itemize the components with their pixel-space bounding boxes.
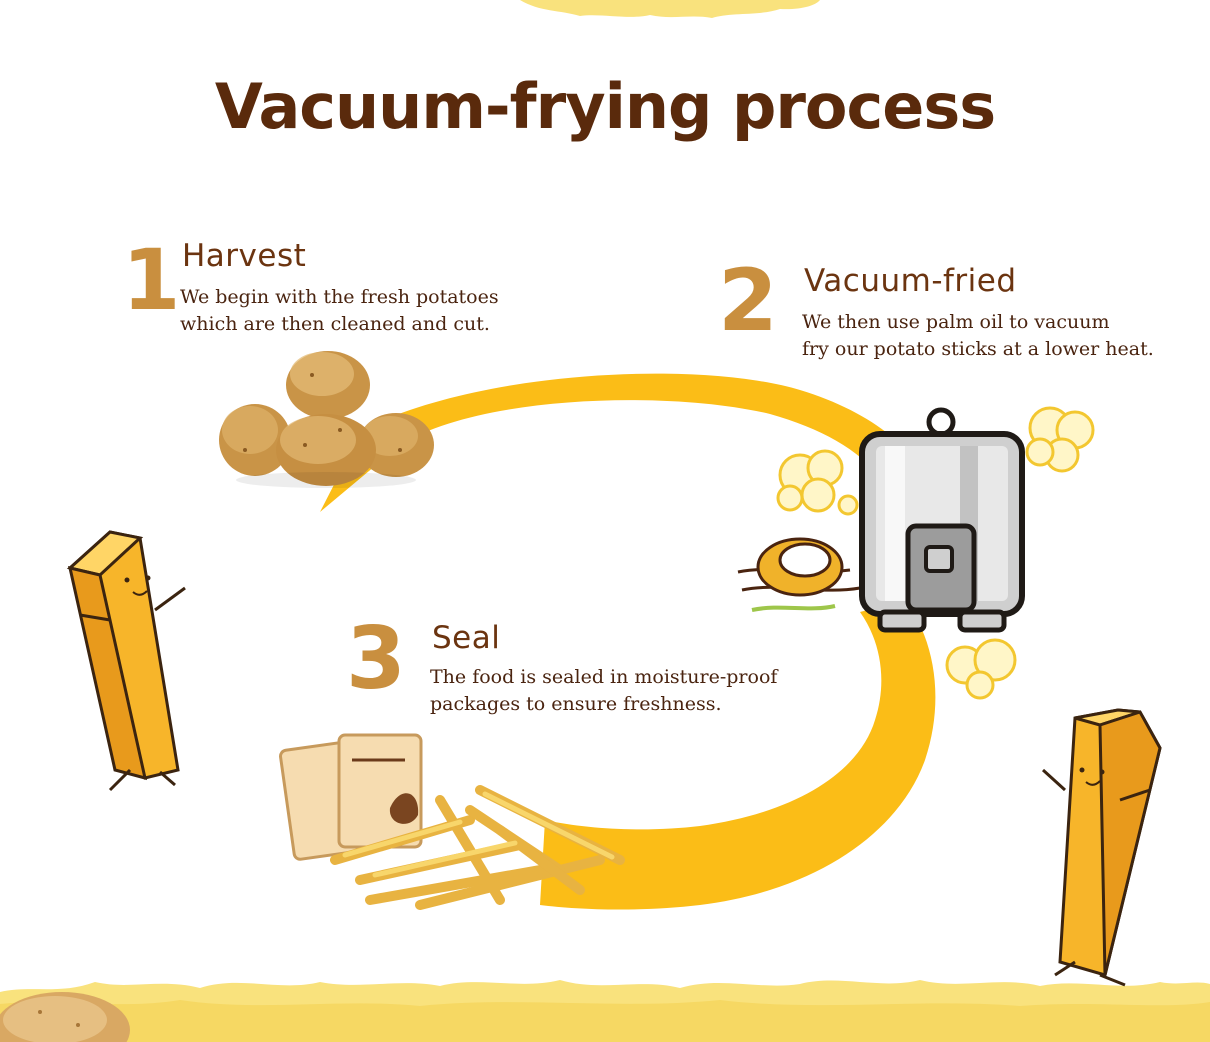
step-description-line1: The food is sealed in moisture-proof xyxy=(430,666,778,688)
step-description-line2: packages to ensure freshness. xyxy=(430,693,722,715)
vacuum-fryer-icon xyxy=(859,407,1025,633)
step-description-line2: fry our potato sticks at a lower heat. xyxy=(802,338,1154,360)
corner-potato-icon xyxy=(0,992,130,1042)
potatoes-icon xyxy=(219,351,434,488)
step-description-line2: which are then cleaned and cut. xyxy=(180,313,490,335)
step-heading: Vacuum-fried xyxy=(804,263,1017,299)
step-description-line1: We then use palm oil to vacuum xyxy=(802,311,1110,333)
top-torn-edge xyxy=(520,0,820,18)
steam-cloud-icon xyxy=(776,406,1095,700)
step-number: 1 xyxy=(122,231,181,329)
step-description-line1: We begin with the fresh potatoes xyxy=(180,286,499,308)
packaged-fries-icon xyxy=(279,733,625,910)
step-heading: Harvest xyxy=(182,238,307,274)
palm-fruit-icon xyxy=(737,537,861,612)
step-number: 3 xyxy=(346,609,406,709)
fry-mascot-icon xyxy=(1041,708,1162,987)
page-title: Vacuum-frying process xyxy=(214,70,996,143)
cycle-arrow xyxy=(320,373,936,910)
fry-mascot-icon xyxy=(66,530,186,792)
step-heading: Seal xyxy=(432,620,501,656)
step-number: 2 xyxy=(718,251,778,351)
